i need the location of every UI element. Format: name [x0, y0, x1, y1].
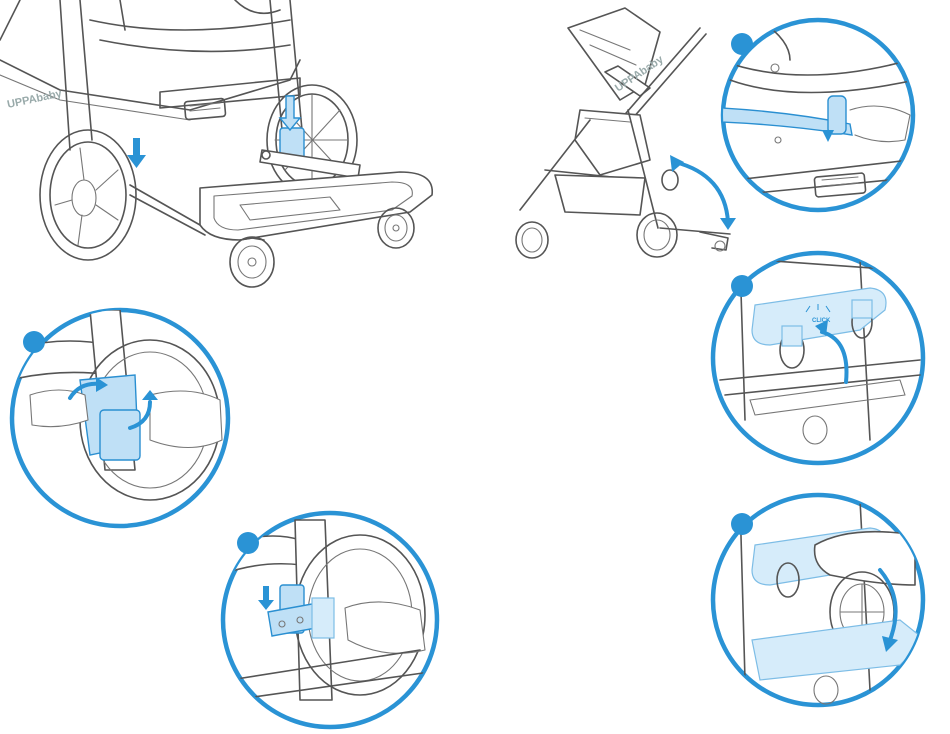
- step-badge: [731, 513, 753, 535]
- overview-stroller-illustration: UPPAbaby: [516, 8, 736, 258]
- board-wheel-left: [230, 237, 274, 287]
- rear-wheel: [40, 130, 136, 260]
- step-badge: [23, 331, 45, 353]
- basket-brand-text: UPPAbaby: [6, 87, 64, 110]
- click-label: CLICK: [812, 318, 831, 324]
- step-circle-4: [10, 310, 228, 526]
- step-circle-2: CLICK: [713, 253, 923, 463]
- main-stroller-illustration: UPPAbaby: [0, 0, 432, 287]
- swing-arrow: [675, 162, 728, 222]
- step-circle-1: [720, 20, 915, 210]
- step-badge: [731, 275, 753, 297]
- step-badge: [731, 33, 753, 55]
- ride-board: [130, 172, 432, 240]
- step-badge: [237, 532, 259, 554]
- step-circle-3: [713, 495, 925, 705]
- step-circle-5: [220, 513, 437, 727]
